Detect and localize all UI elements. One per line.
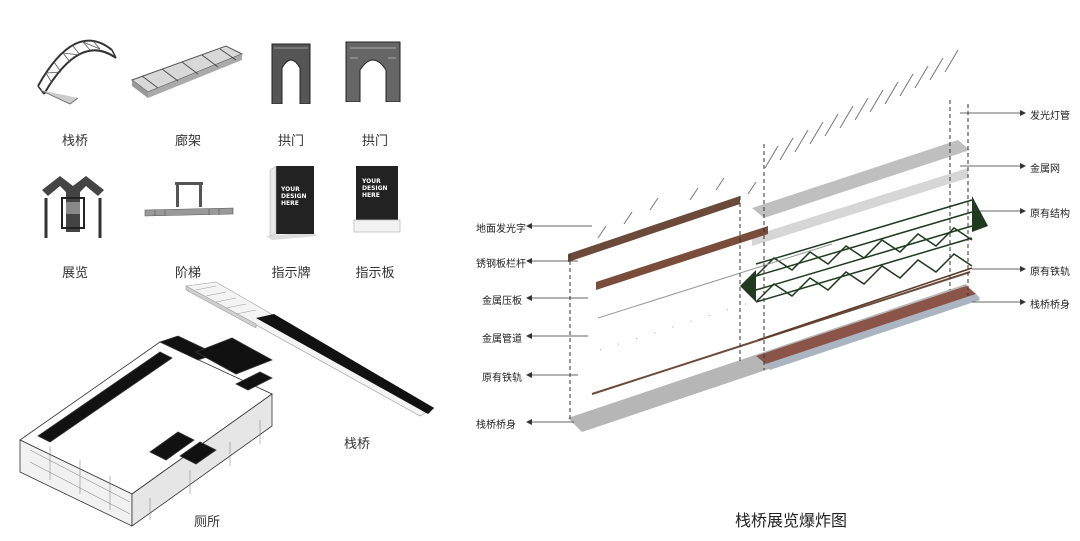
bridge-deck-rust bbox=[756, 286, 976, 364]
callout-bridge-body-left: 栈桥桥身 bbox=[476, 420, 516, 431]
metal-pipe-layer bbox=[599, 275, 835, 351]
icon-label-corridor: 廊架 bbox=[174, 134, 201, 149]
icon-label-sign-board: 指示板 bbox=[355, 266, 395, 281]
arch-gate-alt-icon bbox=[345, 41, 401, 102]
corridor-frame-icon bbox=[130, 45, 244, 98]
metal-press-plate-layer bbox=[597, 243, 833, 319]
callout-metal-mesh: 金属网 bbox=[1030, 164, 1060, 175]
glow-tubes-layer bbox=[597, 49, 959, 239]
axon-drawing bbox=[19, 281, 435, 527]
callout-leaders bbox=[530, 112, 1022, 423]
callout-bridge-body-right: 栈桥桥身 bbox=[1030, 300, 1070, 311]
stairs-icon bbox=[144, 182, 234, 217]
sign-board-text-2: DESIGN bbox=[362, 185, 388, 192]
icon-label-arch-2: 拱门 bbox=[361, 134, 388, 149]
icon-label-exhibit: 展览 bbox=[61, 266, 88, 281]
sign-stand-text-2: DESIGN bbox=[281, 193, 307, 200]
sign-stand-text-3: HERE bbox=[281, 200, 299, 207]
exploded-diagram-title: 栈桥展览爆炸图 bbox=[735, 511, 848, 530]
callout-metal-pipe: 金属管道 bbox=[482, 334, 522, 345]
sign-board-text-1: YOUR bbox=[362, 178, 381, 185]
callout-original-structure: 原有结构 bbox=[1030, 209, 1070, 220]
trestle-bridge-icon bbox=[37, 39, 117, 105]
callout-rust-steel-railing: 锈钢板栏杆 bbox=[476, 259, 526, 270]
icon-label-sign-stand: 指示牌 bbox=[271, 266, 311, 281]
original-rail-right bbox=[757, 267, 973, 341]
sign-stand-icon: YOUR DESIGN HERE bbox=[262, 164, 320, 240]
sign-board-icon: YOUR DESIGN HERE bbox=[352, 164, 402, 234]
icon-label-stairs: 阶梯 bbox=[174, 266, 201, 281]
callout-ground-glow-text: 地面发光字 bbox=[476, 224, 526, 235]
bridge-deck-blue bbox=[766, 294, 980, 370]
axon-bridge-label: 栈桥 bbox=[344, 437, 371, 452]
truss-end-left bbox=[740, 270, 756, 302]
icon-label-trestle: 栈桥 bbox=[61, 134, 88, 149]
callout-arrowheads bbox=[526, 110, 1026, 425]
callout-metal-press-plate: 金属压板 bbox=[482, 296, 522, 307]
original-truss-layer bbox=[755, 199, 973, 303]
arch-gate-icon bbox=[271, 43, 311, 104]
rust-steel-railing-layer bbox=[596, 226, 768, 290]
axon-toilet-label: 厕所 bbox=[194, 515, 221, 530]
callout-glow-tube: 发光灯管 bbox=[1030, 111, 1070, 122]
sign-stand-text-1: YOUR bbox=[281, 186, 300, 193]
icon-label-arch-1: 拱门 bbox=[277, 134, 304, 149]
axon-bridge bbox=[185, 281, 435, 417]
callout-original-rail-right: 原有铁轨 bbox=[1030, 267, 1070, 278]
sign-board-text-3: HERE bbox=[362, 192, 380, 199]
ground-glow-text-layer bbox=[568, 196, 740, 262]
metal-mesh-layer bbox=[752, 140, 970, 218]
exhibition-frame-icon bbox=[42, 176, 104, 238]
callout-original-rail-left: 原有铁轨 bbox=[482, 373, 522, 384]
truss-end-right bbox=[972, 196, 988, 232]
metal-mesh-layer-2 bbox=[752, 168, 968, 246]
axon-toilet-building bbox=[19, 335, 273, 527]
projection-dashed-lines bbox=[569, 100, 969, 420]
